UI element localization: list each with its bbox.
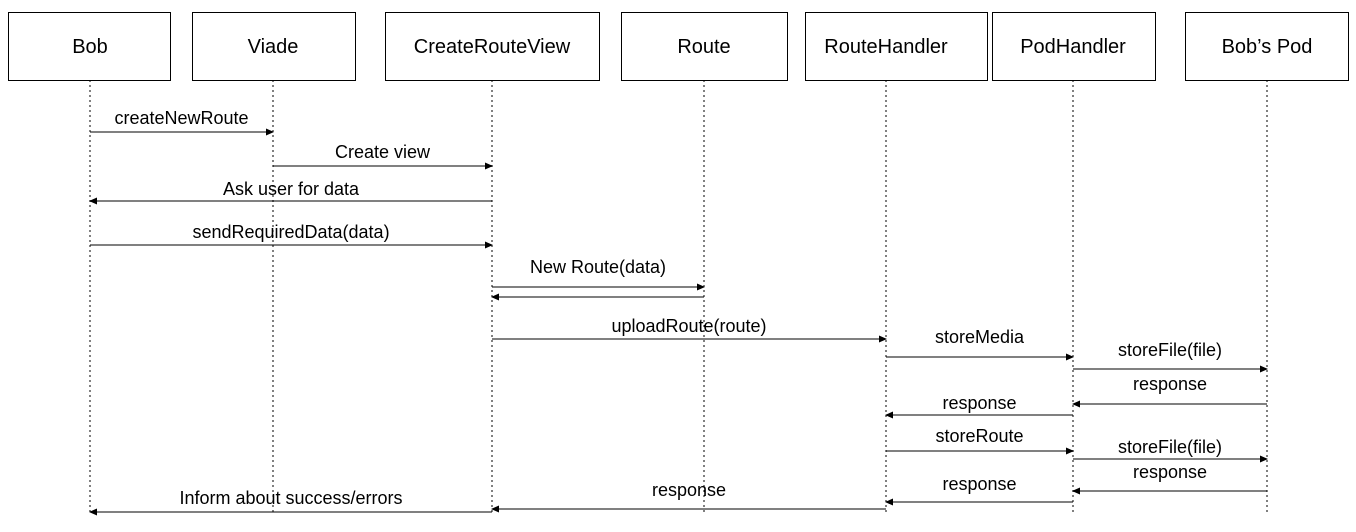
message-label: Inform about success/errors <box>179 488 402 508</box>
message-7: storeMedia <box>886 327 1074 361</box>
message-label: New Route(data) <box>530 257 666 277</box>
message-label: createNewRoute <box>114 108 248 128</box>
actor-bob: Bob <box>8 12 171 81</box>
actor-box <box>1185 12 1349 81</box>
message-6: uploadRoute(route) <box>492 316 887 343</box>
actor-box <box>192 12 356 81</box>
message-1: Create view <box>273 142 493 170</box>
actor-box <box>992 12 1156 81</box>
message-label: storeFile(file) <box>1118 437 1222 457</box>
actor-label: Bob’s Pod <box>1222 36 1313 58</box>
actor-box <box>385 12 600 81</box>
message-2: Ask user for data <box>89 179 492 205</box>
message-label: response <box>1133 462 1207 482</box>
actor-label: PodHandler <box>1020 36 1126 58</box>
message-label: response <box>942 474 1016 494</box>
actor-routehandler: RouteHandler <box>805 12 988 81</box>
actor-label: RouteHandler <box>824 36 948 58</box>
actor-label: CreateRouteView <box>414 36 571 58</box>
message-4: New Route(data) <box>492 257 705 291</box>
message-13: response <box>1072 462 1267 495</box>
message-12: storeFile(file) <box>1073 437 1268 463</box>
actor-route: Route <box>621 12 788 81</box>
message-label: response <box>1133 374 1207 394</box>
message-label: storeRoute <box>935 426 1023 446</box>
actor-viade: Viade <box>192 12 356 81</box>
message-label: storeFile(file) <box>1118 340 1222 360</box>
message-8: storeFile(file) <box>1073 340 1268 373</box>
message-label: Create view <box>335 142 431 162</box>
actor-createrouteview: CreateRouteView <box>385 12 600 81</box>
actor-podhandler: PodHandler <box>992 12 1156 81</box>
message-label: Ask user for data <box>223 179 360 199</box>
message-3: sendRequiredData(data) <box>90 222 493 249</box>
actor-box <box>8 12 171 81</box>
actor-box <box>805 12 988 81</box>
message-11: storeRoute <box>886 426 1074 455</box>
message-label: sendRequiredData(data) <box>192 222 389 242</box>
message-16: Inform about success/errors <box>89 488 492 516</box>
message-9: response <box>1072 374 1267 408</box>
message-label: response <box>652 480 726 500</box>
actor-bobspod: Bob’s Pod <box>1185 12 1349 81</box>
message-0: createNewRoute <box>90 108 274 136</box>
actor-box <box>621 12 788 81</box>
message-15: response <box>491 480 886 513</box>
actor-label: Bob <box>72 36 108 58</box>
message-10: response <box>885 393 1073 419</box>
actor-label: Viade <box>248 36 299 58</box>
message-14: response <box>885 474 1073 506</box>
message-label: uploadRoute(route) <box>611 316 766 336</box>
message-label: storeMedia <box>935 327 1025 347</box>
actor-label: Route <box>677 36 730 58</box>
message-label: response <box>942 393 1016 413</box>
